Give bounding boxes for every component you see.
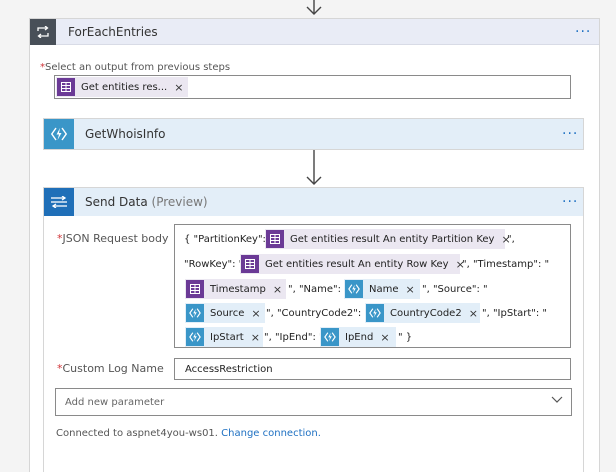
select-output-label: *Select an output from previous steps	[40, 62, 231, 73]
select-output-input[interactable]: Get entities res... ×	[54, 75, 571, 99]
chevron-down-icon	[551, 396, 563, 403]
change-connection-link[interactable]: Change connection.	[221, 428, 321, 439]
json-text: "RowKey": "	[184, 259, 244, 270]
custom-log-name-input[interactable]: AccessRestriction	[174, 358, 571, 380]
custom-log-name-label: *Custom Log Name	[57, 362, 164, 375]
json-text: " }	[398, 332, 413, 343]
json-text: ", "IpStart": "	[482, 308, 548, 319]
send-data-header[interactable]: Send Data (Preview) ···	[44, 188, 583, 216]
getwhoisinfo-header[interactable]: GetWhoisInfo ···	[44, 119, 583, 149]
json-text: ", "Source": "	[422, 284, 488, 295]
json-text: { "PartitionKey": "	[184, 234, 274, 245]
json-body-label: *JSON Request body	[57, 232, 169, 245]
row-key-token[interactable]: Get entities result An entity Row Key ×	[240, 254, 465, 274]
remove-token-button[interactable]: ×	[251, 306, 261, 320]
send-data-title: Send Data (Preview)	[85, 195, 208, 209]
remove-token-button[interactable]: ×	[174, 80, 184, 94]
remove-token-button[interactable]: ×	[380, 330, 390, 344]
getwhoisinfo-more-button[interactable]: ···	[562, 126, 579, 142]
timestamp-token[interactable]: Timestamp ×	[185, 279, 286, 299]
foreach-more-button[interactable]: ···	[575, 24, 592, 40]
getwhoisinfo-title: GetWhoisInfo	[85, 127, 166, 141]
source-token[interactable]: Source ×	[185, 303, 265, 323]
getwhoisinfo-card: GetWhoisInfo ···	[43, 118, 584, 150]
ipstart-token[interactable]: IpStart ×	[185, 327, 263, 347]
connection-info: Connected to aspnet4you-ws01. Change con…	[56, 428, 321, 439]
table-icon	[186, 280, 204, 298]
select-output-token[interactable]: Get entities res... ×	[56, 77, 189, 97]
remove-token-button[interactable]: ×	[405, 282, 415, 296]
function-icon	[321, 328, 339, 346]
remove-token-button[interactable]: ×	[250, 330, 260, 344]
country-code-token[interactable]: CountryCode2 ×	[365, 303, 480, 323]
json-text: ", "IpEnd": "	[264, 332, 324, 343]
remove-token-button[interactable]: ×	[272, 282, 283, 296]
json-text: ", "CountryCode2": "	[266, 308, 369, 319]
send-data-icon	[44, 188, 74, 216]
connector-arrow-icon	[306, 0, 322, 15]
connector-arrow-icon	[306, 150, 322, 185]
add-parameter-select[interactable]: Add new parameter	[55, 388, 572, 416]
json-text: ", "Timestamp": "	[462, 259, 550, 270]
name-token[interactable]: Name ×	[344, 279, 420, 299]
foreach-title: ForEachEntries	[68, 25, 158, 39]
send-data-more-button[interactable]: ···	[562, 194, 579, 210]
table-icon	[241, 255, 259, 273]
table-icon	[57, 78, 75, 96]
remove-token-button[interactable]: ×	[455, 257, 465, 271]
foreach-header[interactable]: ForEachEntries ···	[30, 19, 599, 45]
function-icon	[186, 328, 204, 346]
remove-token-button[interactable]: ×	[468, 306, 478, 320]
function-icon	[366, 304, 384, 322]
remove-token-button[interactable]: ×	[501, 232, 511, 246]
json-text: ", "Name": "	[288, 284, 349, 295]
ipend-token[interactable]: IpEnd ×	[320, 327, 396, 347]
loop-icon	[30, 19, 56, 45]
function-icon	[186, 304, 204, 322]
function-icon	[44, 119, 74, 149]
partition-key-token[interactable]: Get entities result An entity Partition …	[265, 229, 511, 249]
json-text: ",	[507, 234, 515, 245]
table-icon	[266, 230, 284, 248]
function-icon	[345, 280, 363, 298]
